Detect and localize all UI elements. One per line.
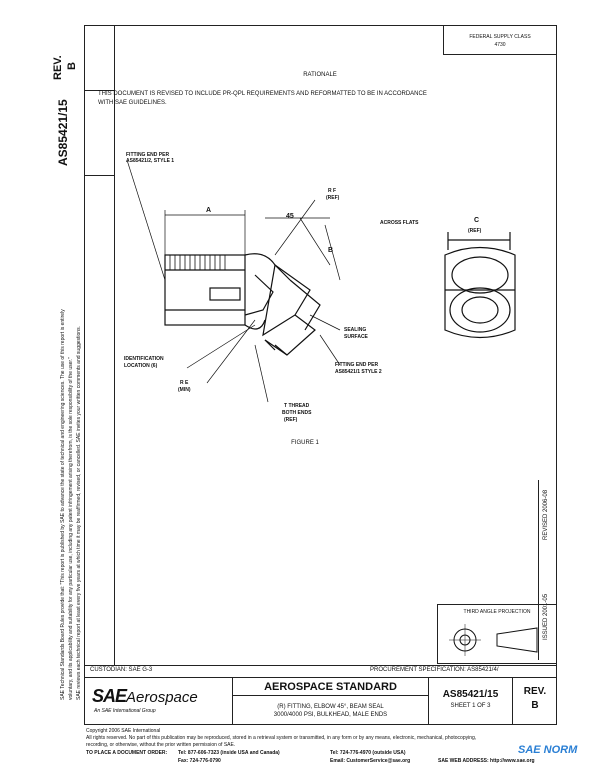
rationale-text-1: THIS DOCUMENT IS REVISED TO INCLUDE PR-Q… — [98, 91, 427, 97]
figure-caption: FIGURE 1 — [291, 440, 319, 446]
label-fitting-end-2: FITTING END PER — [335, 362, 379, 368]
title-block-top-line — [84, 665, 557, 666]
sae-logo-tagline: An SAE International Group — [94, 708, 156, 714]
label-dim-a: A — [206, 207, 212, 214]
rationale-title: RATIONALE — [303, 72, 337, 78]
tel-outside: Tel: 724-776-4970 (outside USA) — [330, 750, 406, 756]
title-block-line2 — [84, 677, 557, 678]
title-block-v2 — [428, 677, 429, 725]
left-margin-text-1: SAE Technical Standards Board Rules prov… — [60, 309, 66, 700]
fitting-straight-end — [164, 253, 321, 356]
label-min: (MIN) — [178, 387, 191, 393]
page-frame — [84, 25, 557, 725]
label-rf-ref: (REF) — [326, 195, 340, 201]
rev-label-vertical: REV. — [52, 55, 64, 80]
description-line-1: (R) FITTING, ELBOW 45°, BEAM SEAL — [277, 704, 384, 710]
doc-number: AS85421/15 — [442, 689, 499, 700]
left-strip-divider — [84, 90, 114, 91]
label-fitting-end-1: FITTING END PER — [126, 152, 170, 158]
label-fitting-end-1b: AS85421/2, STYLE 1 — [126, 158, 175, 164]
sae-web-link[interactable]: SAE WEB ADDRESS: http://www.sae.org — [438, 758, 535, 764]
projection-label: THIRD ANGLE PROJECTION — [463, 609, 531, 615]
revised-date: REVISED 2006-08 — [543, 489, 549, 540]
sae-logo: SAEAerospace — [92, 686, 198, 707]
rev-value-vertical: B — [66, 62, 78, 70]
label-both-ends: BOTH ENDS — [282, 410, 312, 416]
title-block-v3 — [512, 677, 513, 725]
left-strip-vline — [114, 25, 115, 665]
dimension-lines — [126, 159, 341, 403]
standard-title: AEROSPACE STANDARD — [264, 681, 397, 693]
title-block-v1 — [232, 677, 233, 725]
description-line-2: 3000/4000 PSI, BULKHEAD, MALE ENDS — [273, 712, 388, 718]
label-angle-45: 45 — [286, 213, 294, 220]
label-sealing: SEALING — [344, 327, 367, 333]
left-margin-text-3: SAE reviews each technical report at lea… — [76, 326, 82, 700]
projection-box — [437, 604, 557, 664]
tel-usa: Tel: 877-606-7323 (inside USA and Canada… — [178, 750, 280, 756]
label-rf: R F — [328, 188, 337, 194]
fsc-label: FEDERAL SUPPLY CLASS — [469, 34, 531, 40]
label-fitting-end-2b: AS85421/1 STYLE 2 — [335, 369, 382, 375]
rights-line-2: recording, or otherwise, without the pri… — [86, 742, 236, 748]
email: Email: CustomerService@sae.org — [330, 758, 411, 764]
label-location: LOCATION (6) — [124, 363, 158, 369]
label-ident: IDENTIFICATION — [124, 356, 164, 362]
label-thread-ref: (REF) — [284, 417, 298, 423]
custodian: CUSTODIAN: SAE G-3 — [90, 667, 153, 673]
doc-number-vertical: AS85421/15 — [56, 99, 70, 166]
figure-drawing — [126, 159, 516, 403]
rationale-text-2: WITH SAE GUIDELINES. — [98, 100, 167, 106]
rights-line-1: All rights reserved. No part of this pub… — [86, 735, 477, 741]
title-block-mid-line — [232, 695, 428, 696]
projection-symbol — [449, 624, 538, 656]
fitting-end-view — [444, 232, 516, 339]
copyright: Copyright 2006 SAE International — [86, 728, 161, 734]
left-strip-divider2 — [84, 175, 114, 176]
left-margin-text-2: voluntary, and its applicability and sui… — [68, 357, 74, 700]
sheet-number: SHEET 1 OF 3 — [450, 703, 491, 709]
label-dim-c: C — [474, 217, 480, 224]
label-surface: SURFACE — [344, 334, 368, 340]
rev-value: B — [531, 700, 539, 711]
label-dim-b: B — [328, 247, 334, 254]
label-c-ref: (REF) — [468, 228, 482, 234]
sae-logo-main: SAE — [92, 686, 127, 706]
label-thread: T THREAD — [284, 403, 310, 409]
watermark: SAE NORM — [518, 744, 578, 756]
right-strip-vline — [538, 480, 539, 660]
order-label: TO PLACE A DOCUMENT ORDER: — [86, 750, 168, 756]
label-re: R E — [180, 380, 189, 386]
fax: Fax: 724-776-0790 — [178, 758, 221, 764]
fsc-box — [443, 25, 557, 55]
sae-logo-sub: Aerospace — [126, 689, 198, 706]
label-across-flats: ACROSS FLATS — [380, 220, 419, 226]
rev-label: REV. — [523, 686, 547, 697]
procurement-spec: PROCUREMENT SPECIFICATION: AS85421/4/ — [370, 667, 499, 673]
fsc-number: 4730 — [494, 42, 506, 48]
